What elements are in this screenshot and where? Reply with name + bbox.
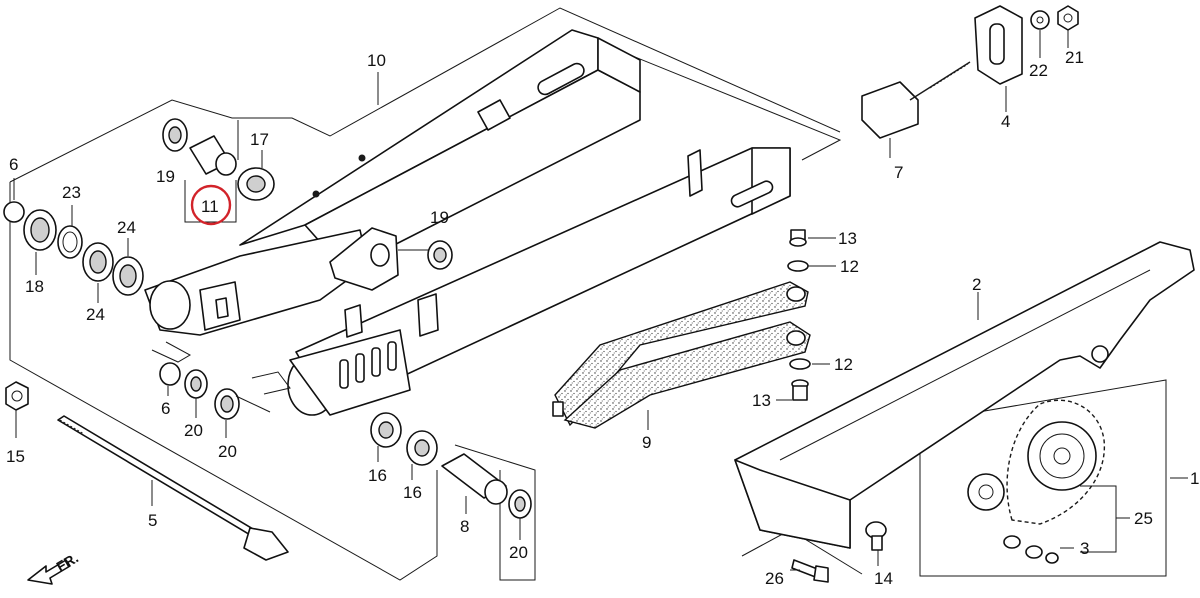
drive-chain	[1006, 399, 1106, 525]
callout-19-left: 19	[156, 167, 175, 186]
callout-15: 15	[6, 447, 25, 466]
callout-6-lower: 6	[161, 399, 170, 418]
highlight-circle-11	[190, 184, 232, 226]
callout-6-upper: 6	[9, 155, 18, 174]
chain-slider	[552, 281, 811, 429]
chain-case	[734, 241, 1195, 549]
front-direction-arrow: FR.	[27, 549, 81, 585]
callout-16-a: 16	[368, 466, 387, 485]
pivot-bolt-5	[57, 415, 289, 561]
callout-18: 18	[25, 277, 44, 296]
bolt-14	[865, 521, 887, 551]
callout-12-upper: 12	[840, 257, 859, 276]
rear-sprocket	[1027, 421, 1097, 491]
chain-adjuster-bolt	[861, 61, 971, 139]
callout-labels: 6 18 23 24 24 19 11 17 10 19 4 22 21 7 1…	[6, 48, 1199, 588]
callout-20-a: 20	[184, 421, 203, 440]
callout-19-right: 19	[430, 208, 449, 227]
master-link-3	[1003, 535, 1059, 564]
callout-20-b: 20	[218, 442, 237, 461]
callout-3: 3	[1080, 539, 1089, 558]
callout-24-upper: 24	[117, 218, 136, 237]
bolt-13-upper	[789, 229, 807, 247]
swingarm	[144, 29, 791, 416]
callout-23: 23	[62, 183, 81, 202]
bearing-24b	[112, 256, 144, 296]
bearing-24a	[82, 242, 114, 282]
callout-10: 10	[367, 51, 386, 70]
callout-24-lower: 24	[86, 305, 105, 324]
bearing-16-a	[370, 412, 402, 448]
callout-7: 7	[894, 163, 903, 182]
callout-11: 11	[201, 197, 219, 216]
callout-13-lower: 13	[752, 391, 771, 410]
washer-12-upper	[787, 260, 809, 272]
callout-14: 14	[874, 569, 893, 588]
callout-2: 2	[972, 275, 981, 294]
pivot-collar-11	[189, 135, 237, 176]
callout-22: 22	[1029, 61, 1048, 80]
callout-8: 8	[460, 517, 469, 536]
bolt-26	[791, 559, 829, 583]
seal-20-c	[508, 489, 532, 519]
callout-25: 25	[1134, 509, 1153, 528]
circlip-23	[57, 225, 83, 259]
nut-22	[1030, 10, 1050, 30]
bearing-16-b	[406, 430, 438, 466]
callout-26: 26	[765, 569, 784, 588]
collar-8	[441, 453, 508, 505]
bearing-17	[237, 167, 275, 201]
seal-20-b	[214, 388, 240, 420]
callout-12-lower: 12	[834, 355, 853, 374]
chain-adjuster-plate	[974, 5, 1023, 85]
callout-17: 17	[250, 130, 269, 149]
callout-1: 1	[1190, 469, 1199, 488]
seal-19-left	[162, 118, 188, 152]
callout-16-b: 16	[403, 483, 422, 502]
callout-20-c: 20	[509, 543, 528, 562]
seal-20-a	[184, 369, 208, 399]
callout-4: 4	[1001, 112, 1010, 131]
callout-13-upper: 13	[838, 229, 857, 248]
washer-12-lower	[789, 358, 811, 370]
callout-5: 5	[148, 511, 157, 530]
collar-6-upper	[3, 201, 25, 223]
collar-6-lower	[159, 362, 181, 386]
callout-9: 9	[642, 433, 651, 452]
seal-18	[23, 209, 57, 251]
callout-21: 21	[1065, 48, 1084, 67]
leader-lines	[13, 30, 1188, 571]
bolt-13-lower	[791, 379, 809, 401]
drive-sprocket	[967, 473, 1005, 511]
seal-19-right	[427, 240, 453, 270]
nut-15	[5, 381, 29, 411]
nut-21	[1057, 5, 1079, 31]
